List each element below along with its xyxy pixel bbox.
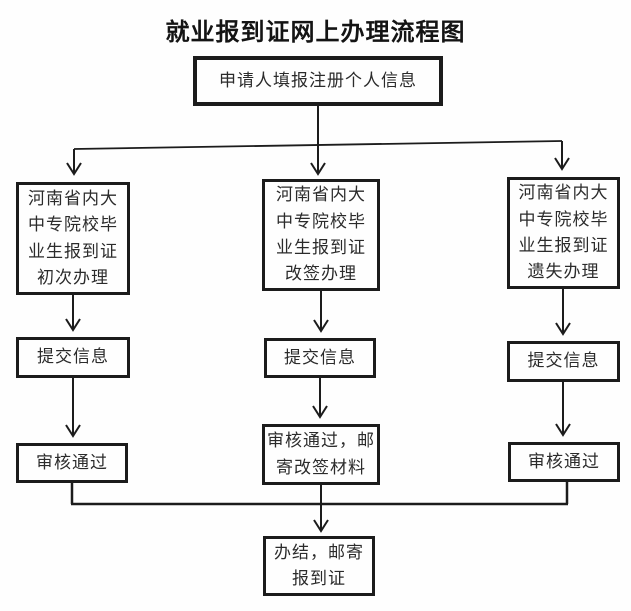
node-review-passed-mail-materials: 审核通过，邮 寄改签材料 — [262, 424, 380, 485]
node-start-register-info: 申请人填报注册个人信息 — [193, 56, 443, 106]
node-branch-reissue-processing: 河南省内大 中专院校毕 业生报到证 改签办理 — [262, 179, 380, 291]
node-branch-initial-processing: 河南省内大 中专院校毕 业生报到证 初次办理 — [16, 182, 130, 295]
connector-branch-horizontal — [73, 140, 563, 150]
node-submit-info-3: 提交信息 — [507, 341, 620, 382]
node-branch-loss-processing: 河南省内大 中专院校毕 业生报到证 遗失办理 — [507, 177, 620, 289]
node-submit-info-1: 提交信息 — [16, 337, 130, 378]
node-review-passed-1: 审核通过 — [16, 443, 128, 483]
node-submit-info-2: 提交信息 — [264, 338, 376, 378]
node-review-passed-3: 审核通过 — [508, 442, 620, 482]
node-end-mail-certificate: 办结，邮寄 报到证 — [263, 536, 375, 596]
page-title: 就业报到证网上办理流程图 — [165, 20, 466, 46]
